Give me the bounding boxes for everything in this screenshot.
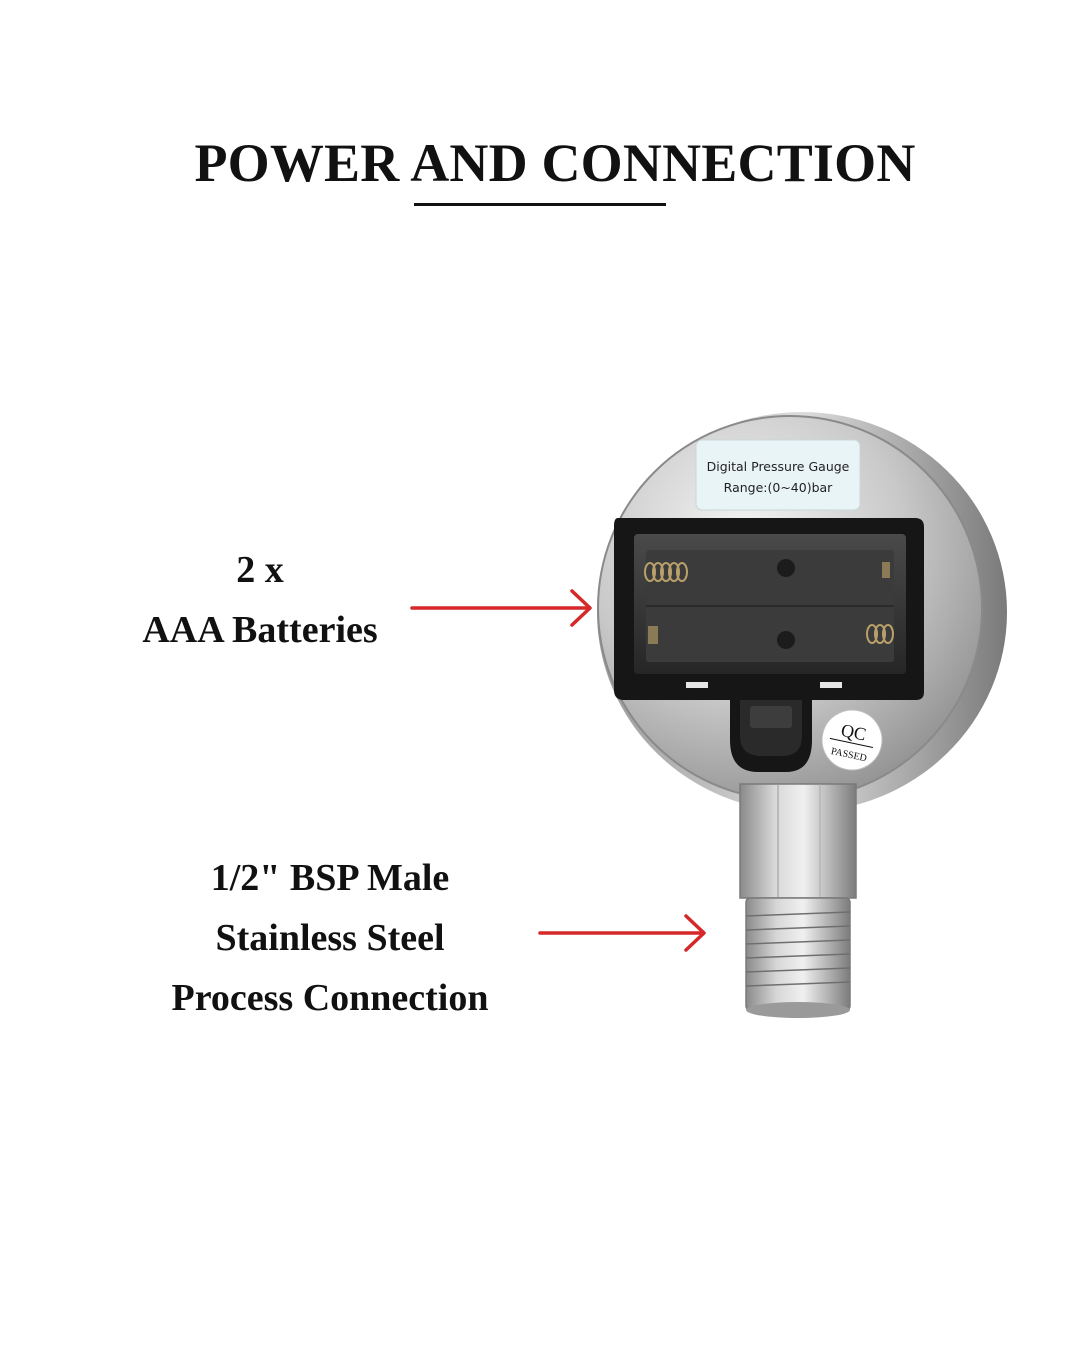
connection-callout: 1/2" BSP Male Stainless Steel Process Co… <box>130 848 530 1028</box>
connection-callout-line-3: Process Connection <box>171 977 489 1019</box>
gauge-label-line-1: Digital Pressure Gauge <box>707 459 850 474</box>
batteries-callout-line-1: 2 x <box>236 549 284 591</box>
batteries-arrow-icon <box>410 589 592 627</box>
connection-callout-line-1: 1/2" BSP Male <box>210 857 450 899</box>
page-title: POWER AND CONNECTION <box>194 133 916 193</box>
battery-spring-right <box>866 624 894 644</box>
connection-callout-line-2: Stainless Steel <box>215 917 445 959</box>
batteries-callout-line-2: AAA Batteries <box>142 609 378 651</box>
batteries-callout: 2 x AAA Batteries <box>110 540 410 660</box>
hex-stem <box>739 783 857 899</box>
gauge-label-line-2: Range:(0~40)bar <box>724 480 834 495</box>
qc-passed-sticker: QC PASSED <box>821 709 883 771</box>
gauge-label-sticker <box>695 439 861 511</box>
title-underline <box>414 203 666 206</box>
pressure-gauge-photo: Digital Pressure Gauge Range:(0~40)bar Q… <box>597 412 1007 1018</box>
connection-arrow-icon <box>538 914 706 952</box>
battery-spring-left <box>644 562 688 582</box>
